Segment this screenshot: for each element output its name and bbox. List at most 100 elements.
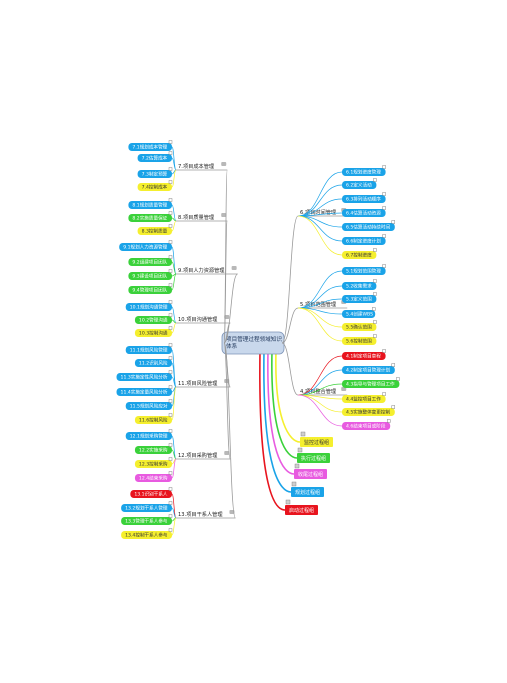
- topic-left-2-3[interactable]: 9.4管理项目团队: [128, 283, 173, 295]
- topic-left-1-1[interactable]: 8.2实施质量保证: [128, 211, 173, 223]
- topic-right-0-1[interactable]: 6.2定义活动: [342, 178, 377, 190]
- topic-label: 11.1规划风险管理: [130, 347, 168, 354]
- topic-left-4-3[interactable]: 11.4实施定量风险分析: [116, 385, 173, 397]
- topic-left-6-3[interactable]: 13.4控制干系人参与: [121, 528, 173, 540]
- topic-left-0-1[interactable]: 7.2估算成本: [137, 151, 173, 163]
- topic-left-1-0[interactable]: 8.1规划质量管理: [128, 198, 173, 210]
- topic-left-6-1[interactable]: 13.2规划干系人管理: [121, 501, 173, 513]
- topic-marker-icon: [168, 167, 173, 171]
- topic-marker-icon: [382, 392, 386, 396]
- topic-label: 5.3定义范围: [346, 296, 372, 303]
- topic-box: [342, 310, 376, 318]
- topic-left-4-4[interactable]: 11.5规划风险应对: [125, 399, 173, 411]
- topic-box: [137, 227, 172, 235]
- topic-left-4-1[interactable]: 11.2识别风险: [134, 356, 173, 368]
- topic-left-4-5[interactable]: 11.6控制风险: [134, 413, 173, 425]
- topic-box: [116, 388, 172, 396]
- topic-right-1-1[interactable]: 5.2收集需求: [342, 279, 377, 291]
- topic-right-1-2[interactable]: 5.3定义范围: [342, 292, 377, 304]
- topic-label: 5.4创建WBS: [346, 311, 373, 318]
- branch-left-3[interactable]: 10.项目沟通管理: [178, 315, 230, 323]
- topic-marker-icon: [168, 224, 173, 228]
- topic-marker-icon: [168, 356, 173, 360]
- branch-left-2[interactable]: 9.项目人力资源管理: [178, 266, 237, 274]
- topic-marker-icon: [168, 514, 173, 518]
- topic-left-5-0[interactable]: 12.1规划采购管理: [125, 429, 173, 441]
- central-topic[interactable]: 项目管理过程领域知识体系: [221, 331, 285, 355]
- process-group-connector: [263, 350, 292, 493]
- topic-label: 6.2定义活动: [346, 182, 372, 189]
- topic-right-2-5[interactable]: 4.6结束项目或阶段: [342, 419, 391, 431]
- topic-right-0-2[interactable]: 6.3排列活动顺序: [342, 192, 386, 204]
- topic-marker-icon: [168, 385, 173, 389]
- topic-left-0-3[interactable]: 7.4控制成本: [137, 180, 173, 192]
- topic-box: [128, 201, 172, 209]
- topic-left-2-0[interactable]: 9.1规划人力资源管理: [119, 240, 173, 252]
- topic-left-6-0[interactable]: 13.1识别干系人: [130, 487, 173, 499]
- topic-left-2-1[interactable]: 9.2组建项目团队: [128, 255, 173, 267]
- topic-left-3-1[interactable]: 10.2管理沟通: [134, 313, 173, 325]
- process-group-3[interactable]: 规划过程组: [291, 481, 324, 497]
- topic-box: [342, 181, 377, 189]
- topic-right-1-4[interactable]: 5.5确认范围: [342, 320, 377, 332]
- topic-right-0-4[interactable]: 6.5估算活动持续时间: [342, 220, 396, 232]
- topic-box: [125, 346, 172, 354]
- topic-right-0-6[interactable]: 6.7控制进度: [342, 248, 377, 260]
- topic-marker-icon: [373, 178, 377, 182]
- topic-left-4-0[interactable]: 11.1规划风险管理: [125, 343, 173, 355]
- branch-left-0[interactable]: 7.项目成本管理: [178, 162, 227, 170]
- topic-label: 9.4管理项目团队: [132, 287, 167, 294]
- topic-right-2-3[interactable]: 4.4监控项目工作: [342, 392, 386, 404]
- branch-left-5[interactable]: 12.项目采购管理: [178, 451, 230, 459]
- topic-left-2-2[interactable]: 9.3建设项目团队: [128, 269, 173, 281]
- topic-right-1-3[interactable]: 5.4创建WBS: [342, 307, 376, 319]
- process-group-2[interactable]: 收尾过程组: [294, 463, 327, 479]
- topic-marker-icon: [372, 307, 376, 311]
- topic-right-2-0[interactable]: 4.1制定项目章程: [342, 349, 386, 361]
- process-group-1[interactable]: 执行过程组: [297, 447, 330, 463]
- topic-left-3-0[interactable]: 10.1规划沟通管理: [125, 300, 173, 312]
- topic-marker-icon: [168, 240, 173, 244]
- topic-right-0-5[interactable]: 6.6制定进度计划: [342, 234, 386, 246]
- topic-marker-icon: [168, 501, 173, 505]
- topic-left-6-2[interactable]: 13.3管理干系人参与: [121, 514, 173, 526]
- topic-right-2-2[interactable]: 4.3指导与管理项目工作: [342, 377, 400, 389]
- topic-box: [342, 366, 395, 374]
- topic-right-2-1[interactable]: 4.2制定项目管理计划: [342, 363, 396, 375]
- topic-box: [342, 195, 386, 203]
- topic-right-0-3[interactable]: 6.4估算活动资源: [342, 206, 386, 218]
- topic-box: [342, 237, 386, 245]
- process-group-icon: [297, 447, 303, 453]
- topic-right-1-5[interactable]: 5.6控制范围: [342, 334, 377, 346]
- topic-label: 9.3建设项目团队: [132, 273, 167, 280]
- connector-lines: [176, 169, 348, 519]
- topic-box: [137, 154, 172, 162]
- process-group-4[interactable]: 启动过程组: [285, 499, 318, 515]
- topic-box: [342, 209, 386, 217]
- topic-left-5-2[interactable]: 12.3控制采购: [134, 457, 173, 469]
- topic-label: 4.4监控项目工作: [346, 396, 381, 403]
- topic-left-0-0[interactable]: 7.1规划成本管理: [128, 140, 173, 152]
- topic-left-4-2[interactable]: 11.3实施定性风险分析: [116, 370, 173, 382]
- topic-right-2-4[interactable]: 4.5实施整体变更控制: [342, 405, 396, 417]
- topic-marker-icon: [168, 269, 173, 273]
- topic-right-0-0[interactable]: 6.1规划进度管理: [342, 165, 386, 177]
- branch-label: 6.项目时间管理: [300, 208, 337, 216]
- topic-label: 9.2组建项目团队: [132, 259, 167, 266]
- branch-right-2[interactable]: 4.项目整合管理: [300, 387, 347, 395]
- topic-marker-icon: [373, 292, 377, 296]
- topic-left-1-2[interactable]: 8.3控制质量: [137, 224, 173, 236]
- topic-marker-icon: [373, 320, 377, 324]
- branch-left-4[interactable]: 11.项目风险管理: [178, 379, 230, 387]
- topic-left-0-2[interactable]: 7.3制定预算: [137, 167, 173, 179]
- process-group-0[interactable]: 监控过程组: [300, 431, 333, 447]
- topic-right-1-0[interactable]: 5.1规划范围管理: [342, 264, 386, 276]
- topic-left-5-1[interactable]: 12.2实施采购: [134, 443, 173, 455]
- branch-left-6[interactable]: 13.项目干系人管理: [178, 510, 235, 518]
- topic-label: 8.2实施质量保证: [132, 215, 167, 222]
- topic-label: 10.1规划沟通管理: [130, 304, 168, 311]
- topic-left-3-2[interactable]: 10.3控制沟通: [134, 326, 173, 338]
- topic-left-5-3[interactable]: 12.4结束采购: [134, 471, 173, 483]
- branch-left-1[interactable]: 8.项目质量管理: [178, 213, 227, 221]
- topic-label: 13.4控制干系人参与: [125, 532, 168, 539]
